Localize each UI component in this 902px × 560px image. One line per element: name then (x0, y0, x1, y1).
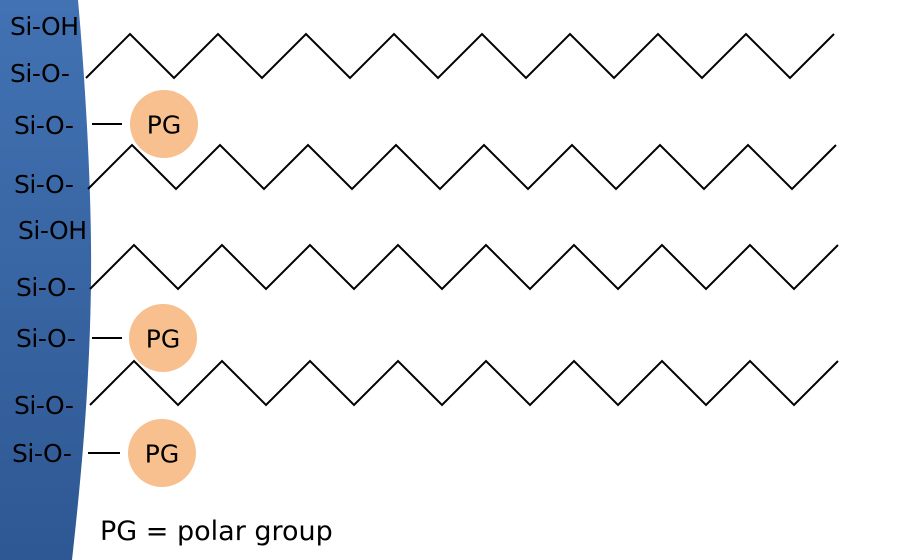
legend-text: PG = polar group (100, 516, 333, 547)
silica-surface (0, 0, 92, 560)
siloxane-label: Si-O- (14, 111, 74, 140)
polar-group-label: PG (145, 324, 181, 354)
siloxane-label: Si-O- (16, 324, 76, 353)
polar-group-circle (129, 304, 197, 372)
polar-group-bonds (88, 123, 122, 454)
alkyl-chains (85, 32, 839, 407)
siloxane-label: Si-O- (12, 439, 72, 468)
polar-group-circle (128, 419, 196, 487)
silanol-label: Si-OH (10, 12, 79, 41)
polar-group-label: PG (146, 110, 182, 140)
siloxane-label: Si-O- (16, 273, 76, 302)
alkyl-chain (89, 359, 839, 407)
polar-group-label: PG (144, 439, 180, 469)
alkyl-chain (89, 243, 839, 291)
polar-group-circle (130, 90, 198, 158)
siloxane-label: Si-O- (14, 170, 74, 199)
silanol-label: Si-OH (18, 216, 87, 245)
alkyl-chain (85, 32, 835, 80)
siloxane-label: Si-O- (10, 59, 70, 88)
alkyl-chain (87, 143, 837, 191)
polar-groups (128, 90, 198, 487)
siloxane-label: Si-O- (14, 391, 74, 420)
